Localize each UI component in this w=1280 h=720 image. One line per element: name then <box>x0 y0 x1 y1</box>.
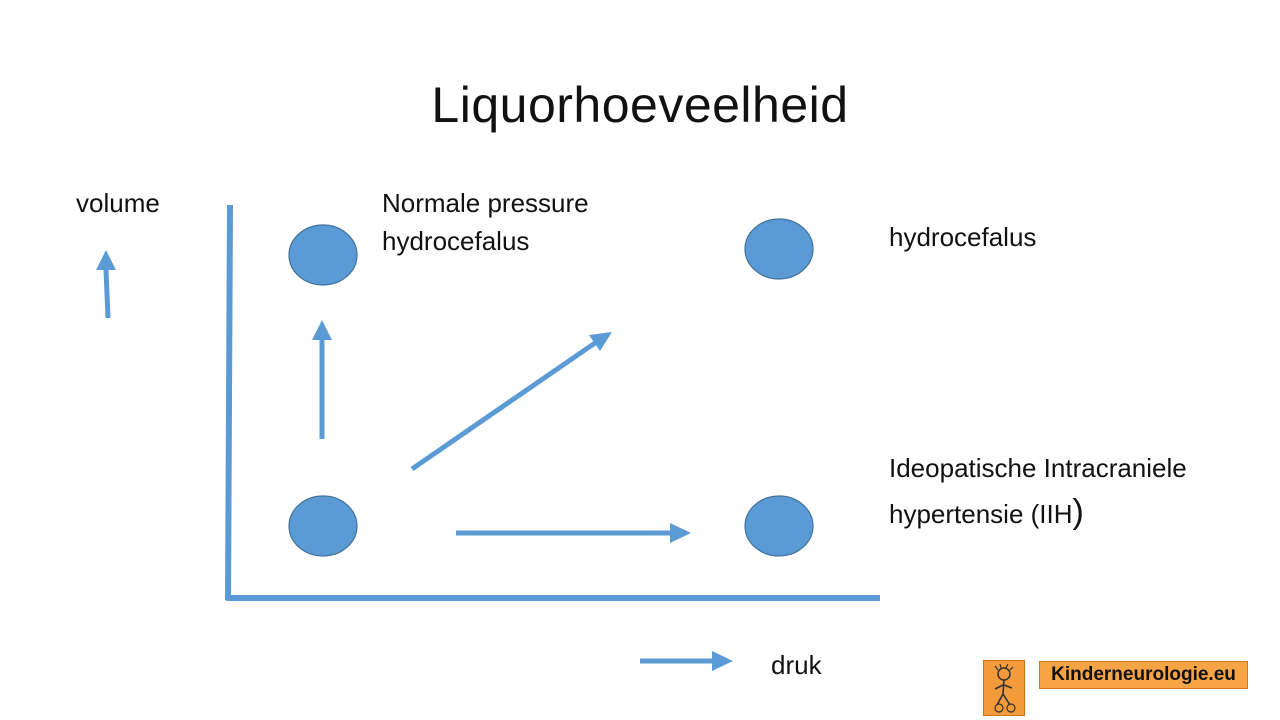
iih-label-line1: Ideopatische Intracraniele <box>889 453 1187 483</box>
arrow-to-hydrocephalus <box>410 332 612 472</box>
iih-label: Ideopatische Intracraniele hypertensie (… <box>889 446 1187 536</box>
child-figure-icon <box>994 663 1016 713</box>
iih-label-line2: hypertensie (IIH) <box>889 493 1084 531</box>
brand-logo <box>983 660 1025 716</box>
pressure-legend-arrow <box>640 651 733 671</box>
normal-pressure-hydrocephalus-label: Normale pressure hydrocefalus <box>382 184 589 260</box>
pressure-axis-label: druk <box>771 650 822 680</box>
normal-circle <box>288 495 358 557</box>
page-title: Liquorhoeveelheid <box>431 77 849 133</box>
nph-label-line2: hydrocefalus <box>382 226 530 256</box>
volume-axis-label: volume <box>76 188 160 218</box>
arrow-to-nph <box>312 320 332 439</box>
hydrocephalus-circle <box>744 218 814 280</box>
iih-circle <box>744 495 814 557</box>
y-axis-line <box>225 204 233 601</box>
volume-legend-arrow <box>96 250 116 319</box>
iih-close-paren: ) <box>1072 493 1084 531</box>
nph-label-line1: Normale pressure <box>382 188 589 218</box>
arrow-to-iih <box>456 523 691 543</box>
brand-name: Kinderneurologie.eu <box>1039 661 1248 689</box>
nph-circle <box>288 224 358 286</box>
hydrocephalus-label: hydrocefalus <box>889 222 1037 252</box>
